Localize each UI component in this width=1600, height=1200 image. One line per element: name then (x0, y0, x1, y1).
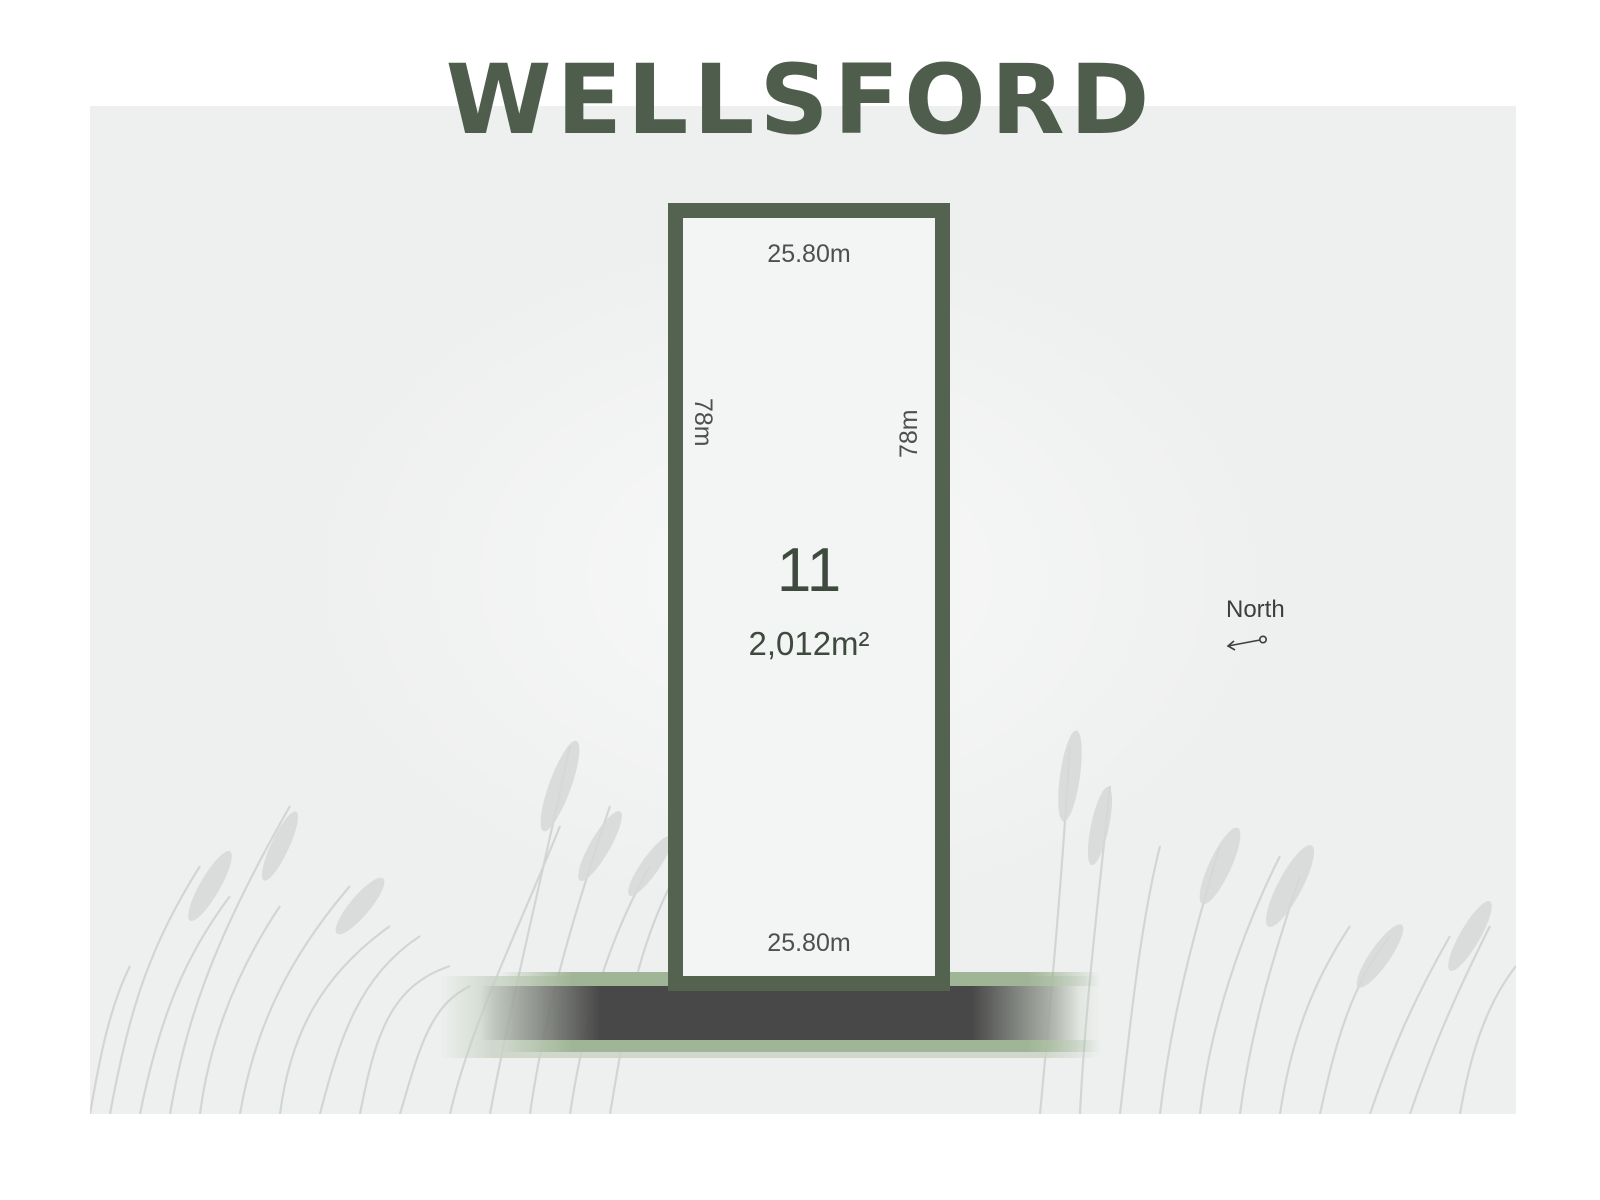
estate-title: WELLSFORD (445, 44, 1155, 156)
north-label: North (1226, 596, 1285, 623)
road (480, 986, 1080, 1040)
dimension-left-label: 78m (689, 398, 717, 447)
north-arrow-icon (1226, 635, 1267, 651)
north-indicator: North (1224, 598, 1314, 658)
dimension-right-label: 78m (895, 409, 923, 458)
grass-illustration (90, 730, 1516, 1114)
lot-number: 11 (776, 536, 842, 605)
lot-boundary: 25.80m 78m 78m 11 2,012m² 25.80m (668, 203, 950, 991)
lot-area: 2,012m² (748, 625, 870, 662)
road-verge-bottom (500, 1040, 1100, 1052)
dimension-bottom: 25.80m (767, 929, 851, 957)
dimension-top: 25.80m (767, 240, 851, 268)
